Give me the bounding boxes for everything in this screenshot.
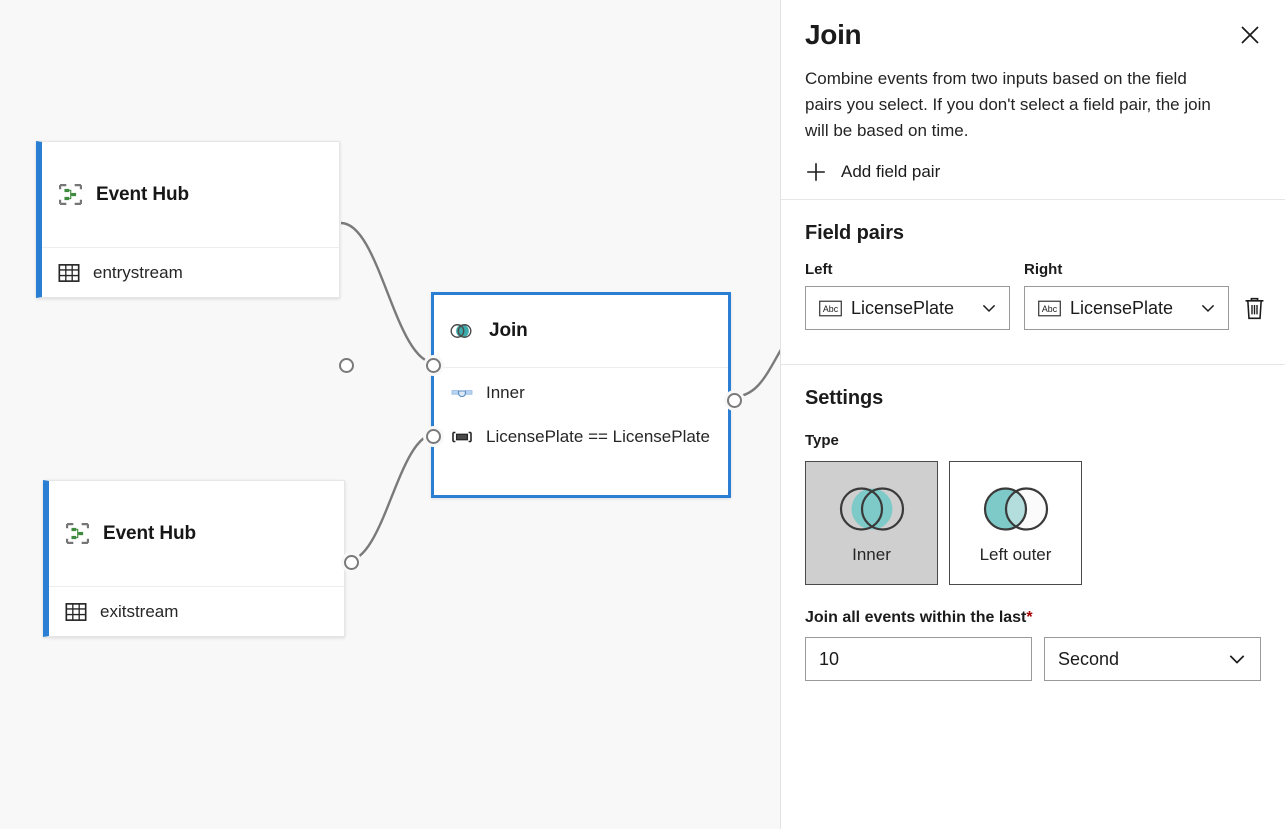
window-controls: Second <box>781 627 1285 682</box>
field-pairs-heading: Field pairs <box>805 222 904 245</box>
right-label: Right <box>1024 261 1063 279</box>
delete-field-pair-button[interactable] <box>1243 286 1266 330</box>
node-event-hub-entrystream[interactable]: Event Hub entrystream <box>36 141 354 373</box>
port-output-join[interactable] <box>727 393 742 408</box>
node-body: Inner LicensePlate == LicensePlate <box>434 368 728 495</box>
join-type-icon <box>451 382 473 404</box>
node-body: entrystream <box>42 248 339 297</box>
port-output-exitstream[interactable] <box>344 555 359 570</box>
field-pair-right-col: Right Abc LicensePlate <box>1024 261 1229 331</box>
svg-text:Abc: Abc <box>1042 304 1058 314</box>
close-button[interactable] <box>1233 18 1267 52</box>
field-pair-left-col: Left Abc LicensePlate <box>805 261 1010 331</box>
node-event-hub-exitstream[interactable]: Event Hub exitstream <box>43 480 359 637</box>
type-option-label: Left outer <box>979 545 1052 565</box>
edge-entrystream-to-join <box>340 221 436 365</box>
abc-icon: Abc <box>1038 300 1061 317</box>
panel-header: Join <box>781 0 1285 52</box>
page-title: Join <box>805 19 862 50</box>
node-row-label: exitstream <box>100 601 179 621</box>
event-hub-icon <box>58 182 83 207</box>
add-field-pair-button[interactable]: Add field pair <box>781 143 964 199</box>
node-body: exitstream <box>49 587 344 636</box>
table-icon <box>65 601 87 623</box>
node-row-stream[interactable]: exitstream <box>49 601 344 623</box>
port-output-entrystream[interactable] <box>339 358 354 373</box>
node-row-stream[interactable]: entrystream <box>42 262 339 284</box>
field-pair-icon <box>451 426 473 448</box>
type-option-inner[interactable]: Inner <box>805 461 938 586</box>
edge-exitstream-to-join <box>346 432 436 563</box>
add-field-pair-label: Add field pair <box>841 162 941 182</box>
window-label: Join all events within the last* <box>781 585 1285 627</box>
join-venn-icon <box>447 317 475 345</box>
abc-icon: Abc <box>819 300 842 317</box>
node-header: Event Hub <box>42 142 339 249</box>
chevron-down-icon <box>1227 649 1247 669</box>
join-properties-panel: Join Combine events from two inputs base… <box>780 0 1285 829</box>
node-header: Join <box>434 295 728 368</box>
close-icon <box>1239 24 1261 46</box>
settings-heading: Settings <box>805 387 884 410</box>
required-marker: * <box>1026 609 1033 627</box>
section-divider <box>781 199 1285 201</box>
svg-text:Abc: Abc <box>823 304 839 314</box>
pipeline-canvas[interactable]: Event Hub entrystream <box>0 0 780 829</box>
type-option-label: Inner <box>852 545 891 565</box>
join-type-selector: Inner Left outer <box>781 449 1285 586</box>
plus-icon <box>805 161 827 183</box>
right-field-value: LicensePlate <box>1070 297 1174 318</box>
node-row-label: Inner <box>486 383 525 402</box>
node-title: Event Hub <box>103 522 197 544</box>
chevron-down-icon <box>980 299 998 317</box>
field-pair-row: Left Abc LicensePlate <box>781 261 1285 331</box>
panel-description: Combine events from two inputs based on … <box>805 69 1211 140</box>
venn-left-outer-icon <box>968 481 1064 537</box>
node-row-label: LicensePlate == LicensePlate <box>486 427 710 446</box>
window-unit-select[interactable]: Second <box>1044 637 1261 682</box>
right-field-dropdown[interactable]: Abc LicensePlate <box>1024 286 1229 331</box>
node-row-field-pair[interactable]: LicensePlate == LicensePlate <box>434 426 728 448</box>
window-unit-value: Second <box>1058 648 1120 669</box>
node-header: Event Hub <box>49 481 344 588</box>
event-hub-icon <box>65 521 90 546</box>
window-value-input[interactable] <box>805 637 1032 682</box>
type-option-left-outer[interactable]: Left outer <box>949 461 1082 586</box>
node-row-join-type[interactable]: Inner <box>434 382 728 404</box>
node-title: Join <box>489 320 528 341</box>
trash-icon <box>1243 296 1266 321</box>
type-label: Type <box>805 432 839 450</box>
section-divider <box>781 364 1285 366</box>
left-field-value: LicensePlate <box>851 297 955 318</box>
port-input-left[interactable] <box>426 358 441 373</box>
edge-join-output <box>731 348 780 399</box>
window-label-text: Join all events within the last <box>805 609 1027 627</box>
table-icon <box>58 262 80 284</box>
left-label: Left <box>805 261 833 279</box>
port-input-right[interactable] <box>426 429 441 444</box>
node-row-label: entrystream <box>93 262 183 282</box>
chevron-down-icon <box>1199 299 1217 317</box>
node-join[interactable]: Join Inner <box>426 292 742 498</box>
node-title: Event Hub <box>96 183 190 205</box>
venn-inner-icon <box>824 481 920 537</box>
left-field-dropdown[interactable]: Abc LicensePlate <box>805 286 1010 331</box>
